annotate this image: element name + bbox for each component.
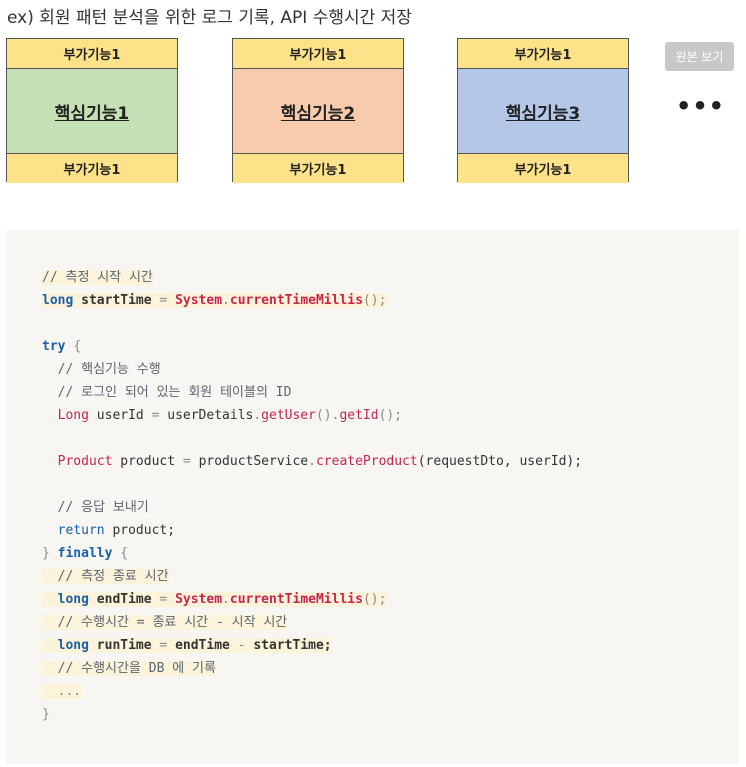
code-block: // 측정 시작 시간 long startTime = System.curr… bbox=[6, 230, 739, 764]
code-function: currentTimeMillis bbox=[229, 592, 363, 607]
code-line-blank bbox=[42, 427, 739, 450]
code-keyword: long bbox=[57, 592, 89, 607]
code-type: Product bbox=[57, 454, 113, 469]
code-function: getUser bbox=[261, 408, 316, 423]
code-comment: // 측정 시작 시간 bbox=[42, 270, 153, 285]
code-function: currentTimeMillis bbox=[229, 293, 363, 308]
code-line: // 측정 시작 시간 bbox=[42, 266, 739, 289]
code-keyword: return bbox=[57, 523, 105, 538]
code-line: // 응답 보내기 bbox=[42, 496, 739, 519]
code-keyword: try bbox=[42, 339, 66, 354]
code-line: Product product = productService.createP… bbox=[42, 450, 739, 473]
code-identifier: productService bbox=[198, 454, 309, 469]
view-original-button[interactable]: 원본 보기 bbox=[665, 42, 734, 71]
code-keyword: finally bbox=[57, 546, 113, 561]
code-comment: // 로그인 되어 있는 회원 테이블의 ID bbox=[57, 385, 292, 400]
aux-feature-bottom-label: 부가기능1 bbox=[7, 153, 177, 183]
core-feature-label: 핵심기능1 bbox=[7, 69, 177, 153]
code-operator: } bbox=[42, 707, 50, 722]
code-operator: . bbox=[308, 454, 316, 469]
core-feature-label: 핵심기능3 bbox=[458, 69, 628, 153]
code-operator: } bbox=[42, 546, 50, 561]
code-comment: // 핵심기능 수행 bbox=[57, 362, 161, 377]
code-identifier: product bbox=[120, 454, 176, 469]
code-arguments: (requestDto, userId); bbox=[417, 454, 583, 469]
code-identifier: userDetails bbox=[167, 408, 254, 423]
code-line: ... bbox=[42, 680, 739, 703]
code-line-blank bbox=[42, 312, 739, 335]
code-operator: . bbox=[222, 592, 230, 607]
code-line: try { bbox=[42, 335, 739, 358]
code-operator: . bbox=[222, 293, 230, 308]
code-line: } finally { bbox=[42, 542, 739, 565]
code-identifier: product; bbox=[112, 523, 176, 538]
ellipsis-icon: ••• bbox=[676, 92, 726, 120]
code-operator: - bbox=[237, 638, 246, 653]
core-feature-label: 핵심기능2 bbox=[233, 69, 403, 153]
code-comment: // 측정 종료 시간 bbox=[57, 569, 169, 584]
code-identifier: userId bbox=[96, 408, 144, 423]
code-line: // 수행시간 = 종료 시간 - 시작 시간 bbox=[42, 611, 739, 634]
code-operator: = bbox=[159, 293, 168, 308]
code-keyword: long bbox=[42, 293, 74, 308]
aux-feature-top-label: 부가기능1 bbox=[458, 39, 628, 69]
code-identifier: startTime; bbox=[253, 638, 332, 653]
code-operator: (); bbox=[378, 408, 403, 423]
code-line: // 로그인 되어 있는 회원 테이블의 ID bbox=[42, 381, 739, 404]
code-operator: = bbox=[151, 408, 160, 423]
code-operator: { bbox=[73, 339, 82, 354]
code-line: Long userId = userDetails.getUser().getI… bbox=[42, 404, 739, 427]
code-identifier: endTime bbox=[96, 592, 152, 607]
code-line: long runTime = endTime - startTime; bbox=[42, 634, 739, 657]
code-comment: // 수행시간 = 종료 시간 - 시작 시간 bbox=[57, 615, 288, 630]
feature-box-2: 부가기능1 핵심기능2 부가기능1 bbox=[232, 38, 404, 183]
code-identifier: endTime bbox=[175, 638, 230, 653]
code-line: // 수행시간을 DB 에 기록 bbox=[42, 657, 739, 680]
aux-feature-bottom-label: 부가기능1 bbox=[458, 153, 628, 183]
code-line: // 핵심기능 수행 bbox=[42, 358, 739, 381]
code-operator: = bbox=[159, 592, 168, 607]
code-operator: (); bbox=[362, 293, 387, 308]
code-operator: . bbox=[331, 408, 340, 423]
feature-box-3: 부가기능1 핵심기능3 부가기능1 bbox=[457, 38, 629, 183]
code-operator: = bbox=[182, 454, 191, 469]
code-class: System bbox=[175, 293, 223, 308]
code-operator: () bbox=[315, 408, 332, 423]
code-comment: // 수행시간을 DB 에 기록 bbox=[57, 661, 216, 676]
code-line-blank bbox=[42, 473, 739, 496]
code-class: System bbox=[175, 592, 223, 607]
code-type: Long bbox=[57, 408, 89, 423]
code-line: return product; bbox=[42, 519, 739, 542]
code-operator: . bbox=[253, 408, 262, 423]
code-operator: { bbox=[120, 546, 129, 561]
code-identifier: startTime bbox=[81, 293, 152, 308]
page-heading: ex) 회원 패턴 분석을 위한 로그 기록, API 수행시간 저장 bbox=[7, 8, 412, 28]
code-line: // 측정 종료 시간 bbox=[42, 565, 739, 588]
code-line: long endTime = System.currentTimeMillis(… bbox=[42, 588, 739, 611]
aux-feature-bottom-label: 부가기능1 bbox=[233, 153, 403, 183]
aux-feature-top-label: 부가기능1 bbox=[233, 39, 403, 69]
code-comment: // 응답 보내기 bbox=[57, 500, 149, 515]
code-identifier: runTime bbox=[96, 638, 152, 653]
code-operator: ... bbox=[57, 684, 82, 699]
code-keyword: long bbox=[57, 638, 89, 653]
feature-diagram: 부가기능1 핵심기능1 부가기능1 부가기능1 핵심기능2 부가기능1 부가기능… bbox=[0, 0, 746, 200]
code-operator: = bbox=[159, 638, 168, 653]
aux-feature-top-label: 부가기능1 bbox=[7, 39, 177, 69]
feature-box-1: 부가기능1 핵심기능1 부가기능1 bbox=[6, 38, 178, 183]
code-line: } bbox=[42, 703, 739, 726]
code-operator: (); bbox=[362, 592, 387, 607]
code-line: long startTime = System.currentTimeMilli… bbox=[42, 289, 739, 312]
code-function: createProduct bbox=[315, 454, 418, 469]
code-function: getId bbox=[339, 408, 379, 423]
